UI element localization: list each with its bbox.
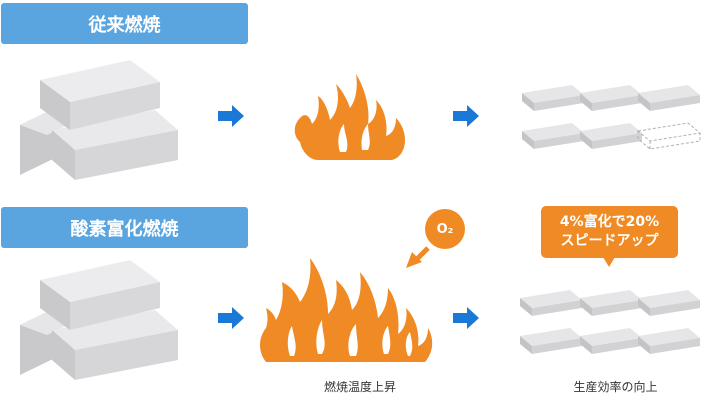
- callout-line1: 4%富化で20%: [559, 214, 660, 230]
- metal-plate: [520, 328, 582, 354]
- metal-plate: [580, 85, 642, 111]
- arrow-right-icon: [453, 105, 479, 127]
- callout-tail: [603, 257, 615, 267]
- metal-plate: [638, 290, 700, 316]
- missing-plate-outline: [636, 122, 702, 150]
- metal-plate: [580, 123, 642, 149]
- metal-plate: [638, 328, 700, 354]
- arrow-right-icon: [218, 105, 244, 127]
- metal-plate: [520, 290, 582, 316]
- metal-plate: [522, 123, 584, 149]
- temperature-caption: 燃焼温度上昇: [323, 380, 396, 394]
- metal-plate: [580, 328, 642, 354]
- metal-plate: [638, 85, 700, 111]
- callout-line2: スピードアップ: [560, 233, 659, 249]
- conventional-combustion-label: 従来燃焼: [1, 3, 248, 44]
- flame-icon: [294, 74, 405, 160]
- ingot-stack-icon: [20, 60, 178, 180]
- oxygen-badge: O₂: [425, 209, 465, 249]
- speedup-callout: 4%富化で20% スピードアップ: [541, 206, 678, 258]
- oxygen-arrow-icon: [406, 246, 430, 268]
- oxygen-enriched-combustion-label: 酸素富化燃焼: [1, 207, 248, 248]
- arrow-right-icon: [218, 307, 244, 329]
- productivity-caption: 生産効率の向上: [573, 380, 658, 394]
- metal-plate: [580, 290, 642, 316]
- metal-plate: [522, 85, 584, 111]
- arrow-right-icon: [453, 307, 479, 329]
- ingot-stack-icon: [20, 260, 178, 380]
